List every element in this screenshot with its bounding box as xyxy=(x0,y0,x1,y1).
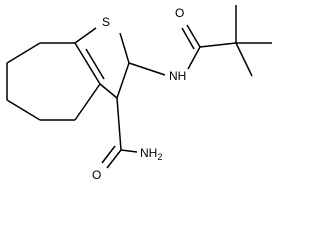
fused-double-bond xyxy=(74,42,105,85)
pivaloyl-amide-chain xyxy=(128,5,272,77)
bond-c3-c3a xyxy=(99,83,118,99)
bond-c3a-ring-bottom xyxy=(74,83,101,121)
bond-ring-upper-left xyxy=(6,42,41,64)
bond-quat-methyl-bottom xyxy=(235,42,253,77)
atom-oxygen-amide: O xyxy=(175,6,184,20)
structure-canvas: S O NH O NH2 xyxy=(6,5,272,182)
atom-labels: S O NH O NH2 xyxy=(92,6,186,182)
bond-c7a-s xyxy=(74,27,97,44)
bond-carbonyl-o-outer xyxy=(186,24,201,48)
atom-oxygen-carboxamide: O xyxy=(92,168,101,182)
bond-carbonyl-quat xyxy=(199,42,237,48)
nh2-main: NH xyxy=(140,146,157,160)
bond-nh-carbonyl xyxy=(187,46,201,70)
bond-carbonyl-nh2 xyxy=(120,149,138,153)
bond-c2-nh xyxy=(128,62,166,76)
atom-nh2: NH2 xyxy=(140,146,162,162)
atom-sulfur: S xyxy=(102,15,110,29)
bond-carboxamide-o-outer xyxy=(106,149,122,169)
cyclohexane-ring xyxy=(6,42,75,121)
carboxamide-group xyxy=(101,97,138,169)
bond-fused-outer xyxy=(74,42,101,85)
bond-ring-lower-left xyxy=(6,99,41,121)
bond-carboxamide-o-inner xyxy=(101,145,116,164)
bond-c2-c3 xyxy=(116,62,130,99)
bond-s-c2 xyxy=(119,32,130,64)
atom-nh-amide: NH xyxy=(169,69,186,83)
nh2-subscript: 2 xyxy=(157,152,162,162)
chemical-structure-diagram: S O NH O NH2 xyxy=(6,5,272,182)
bond-c3-carbonyl xyxy=(116,97,122,151)
bond-fused-inner xyxy=(85,48,105,80)
thiophene-ring xyxy=(74,27,130,121)
bond-carbonyl-o-inner xyxy=(181,27,195,50)
